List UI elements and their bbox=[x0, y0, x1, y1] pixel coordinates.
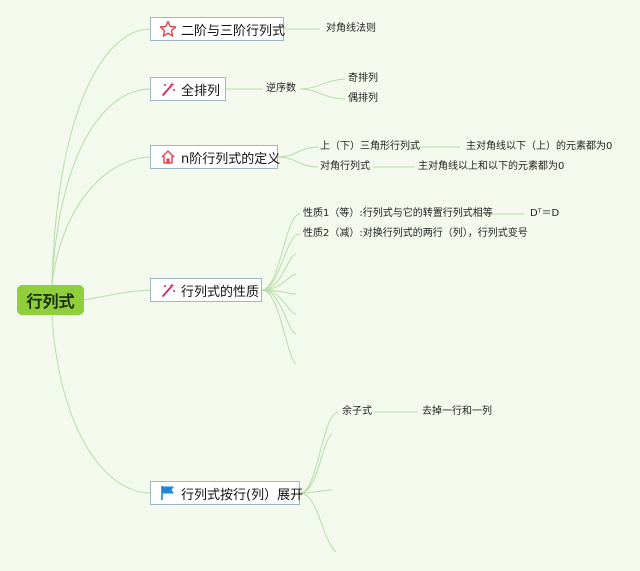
topic-full-permutation[interactable]: 全排列 bbox=[150, 77, 226, 101]
subtopic-inversion-number[interactable]: 逆序数 bbox=[266, 83, 296, 94]
star-icon bbox=[159, 20, 177, 38]
subtopic-diagonal-detail[interactable]: 主对角线以上和以下的元素都为0 bbox=[418, 161, 565, 172]
topic-n-order-definition[interactable]: n阶行列式的定义 bbox=[150, 145, 281, 169]
topic-label: 二阶与三阶行列式 bbox=[181, 23, 286, 39]
topic-second-third-order-determinant[interactable]: 二阶与三阶行列式 bbox=[150, 17, 286, 41]
topic-label: 全排列 bbox=[181, 83, 221, 99]
subtopic-triangular-determinant[interactable]: 上（下）三角形行列式 bbox=[320, 141, 420, 152]
topic-row-column-expansion[interactable]: 行列式按行(列）展开 bbox=[150, 481, 304, 505]
flag-icon bbox=[159, 484, 177, 502]
magic-wand-icon bbox=[159, 80, 177, 98]
subtopic-property-1[interactable]: 性质1（等）:行列式与它的转置行列式相等 bbox=[303, 208, 493, 219]
subtopic-diagonal-determinant[interactable]: 对角行列式 bbox=[320, 161, 370, 172]
subtopic-even-permutation[interactable]: 偶排列 bbox=[348, 93, 378, 104]
subtopic-property-2[interactable]: 性质2（减）:对换行列式的两行（列），行列式变号 bbox=[303, 228, 528, 239]
topic-label: 行列式的性质 bbox=[181, 284, 260, 300]
subtopic-cofactor-detail[interactable]: 去掉一行和一列 bbox=[422, 406, 492, 417]
magic-wand-icon bbox=[159, 281, 177, 299]
home-icon bbox=[159, 148, 177, 166]
subtopic-cofactor[interactable]: 余子式 bbox=[342, 406, 372, 417]
topic-label: n阶行列式的定义 bbox=[181, 151, 281, 167]
root-topic[interactable]: 行列式 bbox=[17, 285, 84, 315]
subtopic-diagonal-rule[interactable]: 对角线法则 bbox=[326, 23, 376, 34]
subtopic-property-1-formula[interactable]: Dᵀ＝D bbox=[530, 208, 560, 219]
topic-label: 行列式按行(列）展开 bbox=[181, 487, 304, 503]
topic-determinant-properties[interactable]: 行列式的性质 bbox=[150, 278, 262, 302]
subtopic-odd-permutation[interactable]: 奇排列 bbox=[348, 73, 378, 84]
subtopic-triangular-detail[interactable]: 主对角线以下（上）的元素都为0 bbox=[466, 141, 613, 152]
